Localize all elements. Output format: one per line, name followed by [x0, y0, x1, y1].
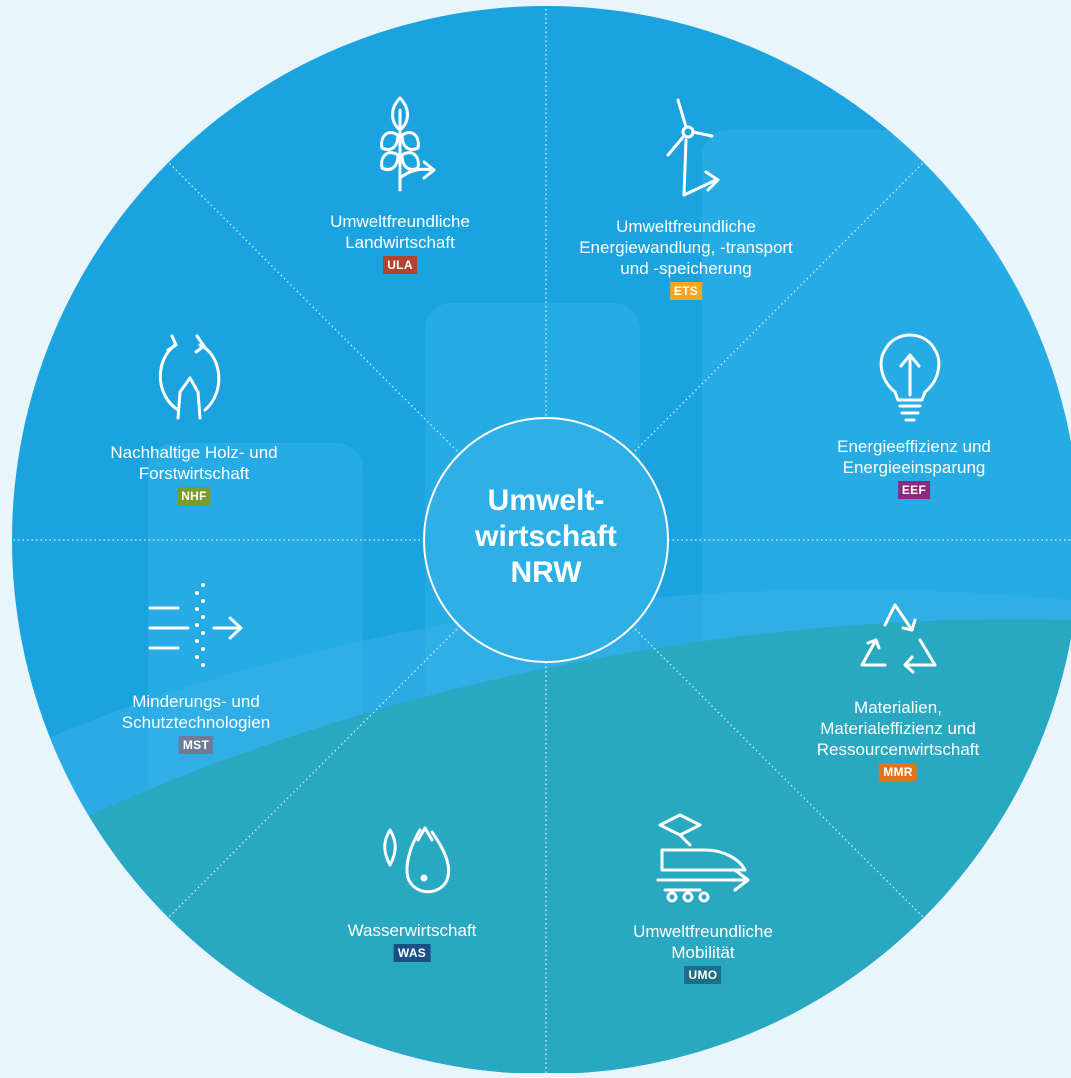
segment-label-line: Minderungs- und [132, 692, 260, 711]
segment-label-line: Ressourcenwirtschaft [816, 740, 980, 759]
segment-label-line: Mobilität [671, 943, 735, 962]
segment-umo: Umweltfreundliche Mobilität UMO [633, 921, 773, 984]
segment-label-line: Materialeffizienz und [820, 719, 976, 738]
segment-nhf: Nachhaltige Holz- und Forstwirtschaft NH… [110, 442, 278, 505]
segment-eef: Energieeffizienz und Energieeinsparung E… [837, 436, 991, 499]
segment-label-line: Umweltfreundliche [633, 922, 773, 941]
segment-ets: Umweltfreundliche Energiewandlung, -tran… [579, 216, 793, 300]
segment-ula: Umweltfreundliche Landwirtschaft ULA [330, 211, 470, 274]
recycle-icon [860, 603, 937, 674]
tree-cycle-icon [158, 334, 221, 420]
segment-was: Wasserwirtschaft WAS [347, 920, 477, 962]
segment-mmr: Materialien, Materialeffizienz und Resso… [816, 697, 980, 781]
center-title-line: Umwelt- [487, 484, 605, 517]
code-badge-mmr: MMR [879, 763, 917, 781]
train-icon [656, 813, 750, 903]
segment-label-line: und -speicherung [620, 259, 752, 278]
segment-label-line: Forstwirtschaft [138, 464, 250, 483]
center-circle [423, 417, 669, 663]
wheat-icon [380, 96, 436, 192]
light-bulb-icon [879, 333, 941, 422]
segment-label-line: Schutztechnologien [121, 713, 271, 732]
segment-label-line: Materialien, [854, 698, 942, 717]
filter-dots [195, 583, 205, 667]
code-badge-umo: UMO [684, 966, 722, 984]
segment-label-line: Energiewandlung, -transport [579, 238, 793, 257]
segment-label-line: Energieeffizienz und [837, 437, 991, 456]
code-badge-ula: ULA [383, 256, 417, 274]
segment-label-line: Umweltfreundliche [330, 212, 470, 231]
center-title-line: NRW [510, 556, 582, 589]
filter-icon [148, 606, 243, 650]
segment-label-line: Energieeinsparung [842, 458, 986, 477]
segment-label-line: Nachhaltige Holz- und [110, 443, 278, 462]
segment-label-line: Umweltfreundliche [616, 217, 756, 236]
center-title-line: wirtschaft [475, 520, 617, 553]
code-badge-mst: MST [178, 736, 214, 754]
code-badge-was: WAS [393, 944, 431, 962]
segment-label-line: Wasserwirtschaft [347, 921, 477, 940]
segment-mst: Minderungs- und Schutztechnologien MST [122, 691, 270, 754]
lower-teal-area [12, 619, 1071, 1073]
center-title: Umwelt- wirtschaft NRW [475, 483, 617, 591]
water-drops-icon [383, 826, 451, 894]
wind-turbine-icon [666, 98, 720, 197]
code-badge-ets: ETS [669, 282, 703, 300]
code-badge-nhf: NHF [177, 487, 211, 505]
segment-label-line: Landwirtschaft [345, 233, 455, 252]
code-badge-eef: EEF [897, 481, 931, 499]
